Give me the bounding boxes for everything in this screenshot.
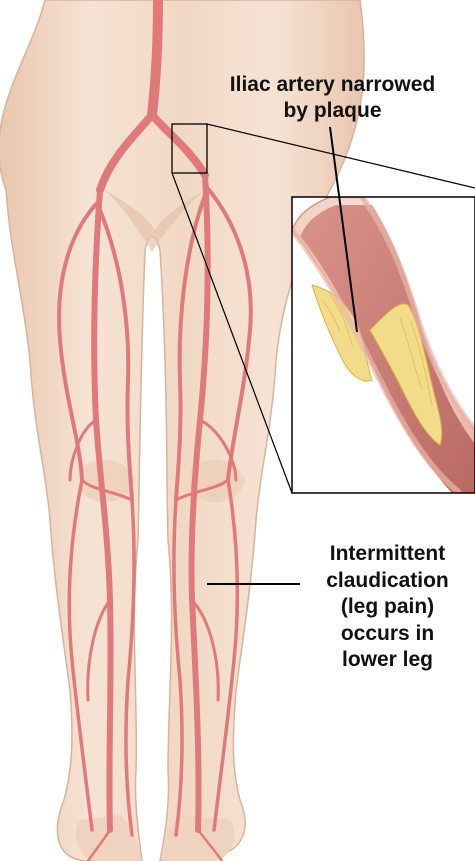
claudication-label-line4: occurs in [300,621,475,648]
plaque-label-line2: by plaque [190,98,475,124]
plaque-label-line1: Iliac artery narrowed [190,72,475,98]
claudication-label-line3: (leg pain) [300,594,475,621]
claudication-label: Intermittent claudication (leg pain) occ… [300,541,475,674]
claudication-label-line5: lower leg [300,647,475,674]
claudication-label-line1: Intermittent [300,541,475,568]
artery-cross-section-inset [292,197,475,493]
claudication-label-line2: claudication [300,568,475,595]
